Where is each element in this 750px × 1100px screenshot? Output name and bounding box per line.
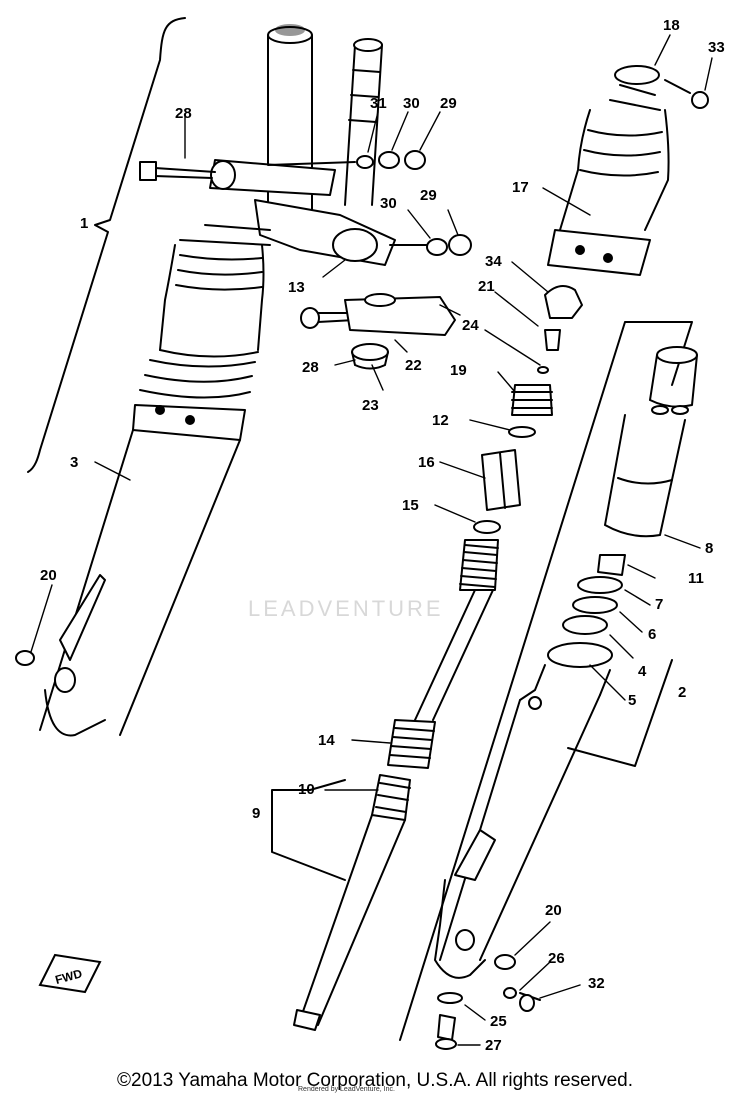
callout-13: 13	[288, 279, 305, 296]
callout-26: 26	[548, 950, 565, 967]
assembly-bracket-9	[271, 779, 346, 881]
callout-23: 23	[362, 397, 379, 414]
callout-24: 24	[462, 317, 479, 334]
callout-5: 5	[628, 692, 636, 709]
callout-29a: 29	[440, 95, 457, 112]
callout-7: 7	[655, 596, 663, 613]
callout-25: 25	[490, 1013, 507, 1030]
callout-20a: 20	[40, 567, 57, 584]
callout-17: 17	[512, 179, 529, 196]
copyright-notice: ©2013 Yamaha Motor Corporation, U.S.A. A…	[117, 1070, 633, 1091]
fwd-mark: FWD	[54, 966, 84, 987]
callout-3: 3	[70, 454, 78, 471]
callout-8: 8	[705, 540, 713, 557]
damper-stack	[293, 329, 561, 1031]
callout-1: 1	[80, 215, 88, 232]
callout-9: 9	[252, 805, 260, 822]
assembly-box-2	[399, 321, 693, 1041]
callout-32: 32	[588, 975, 605, 992]
callout-10: 10	[298, 781, 315, 798]
callout-6: 6	[648, 626, 656, 643]
callout-19: 19	[450, 362, 467, 379]
callout-31: 31	[370, 95, 387, 112]
left-fork-assembly	[39, 24, 396, 737]
callout-16: 16	[418, 454, 435, 471]
callout-33: 33	[708, 39, 725, 56]
callout-30a: 30	[403, 95, 420, 112]
callout-12: 12	[432, 412, 449, 429]
callout-11: 11	[688, 570, 704, 587]
right-outer-tube	[434, 664, 611, 979]
callout-4: 4	[638, 663, 647, 680]
callout-22: 22	[405, 357, 422, 374]
callout-21: 21	[478, 278, 495, 295]
callout-2: 2	[678, 684, 686, 701]
callout-14: 14	[318, 732, 335, 749]
right-boot	[547, 65, 709, 276]
callout-28b: 28	[302, 359, 319, 376]
assembly-bracket-1	[27, 17, 186, 473]
callout-27: 27	[485, 1037, 502, 1054]
callout-15: 15	[402, 497, 419, 514]
fwd-arrow-icon: FWD	[38, 953, 102, 994]
callout-29b: 29	[420, 187, 437, 204]
callout-34: 34	[485, 253, 502, 270]
part-callouts: 1 2 3 4 5 6 7 8 9 10 11 12 13 14 15 16 1…	[40, 17, 725, 1054]
render-note: Rendered by LeadVenture, Inc.	[298, 1086, 395, 1093]
watermark: LEADVENTURE	[248, 596, 444, 621]
callout-18: 18	[663, 17, 680, 34]
callout-28a: 28	[175, 105, 192, 122]
callout-30b: 30	[380, 195, 397, 212]
leader-lines	[29, 34, 713, 1046]
callout-20b: 20	[545, 902, 562, 919]
right-inner-tube	[547, 346, 698, 668]
